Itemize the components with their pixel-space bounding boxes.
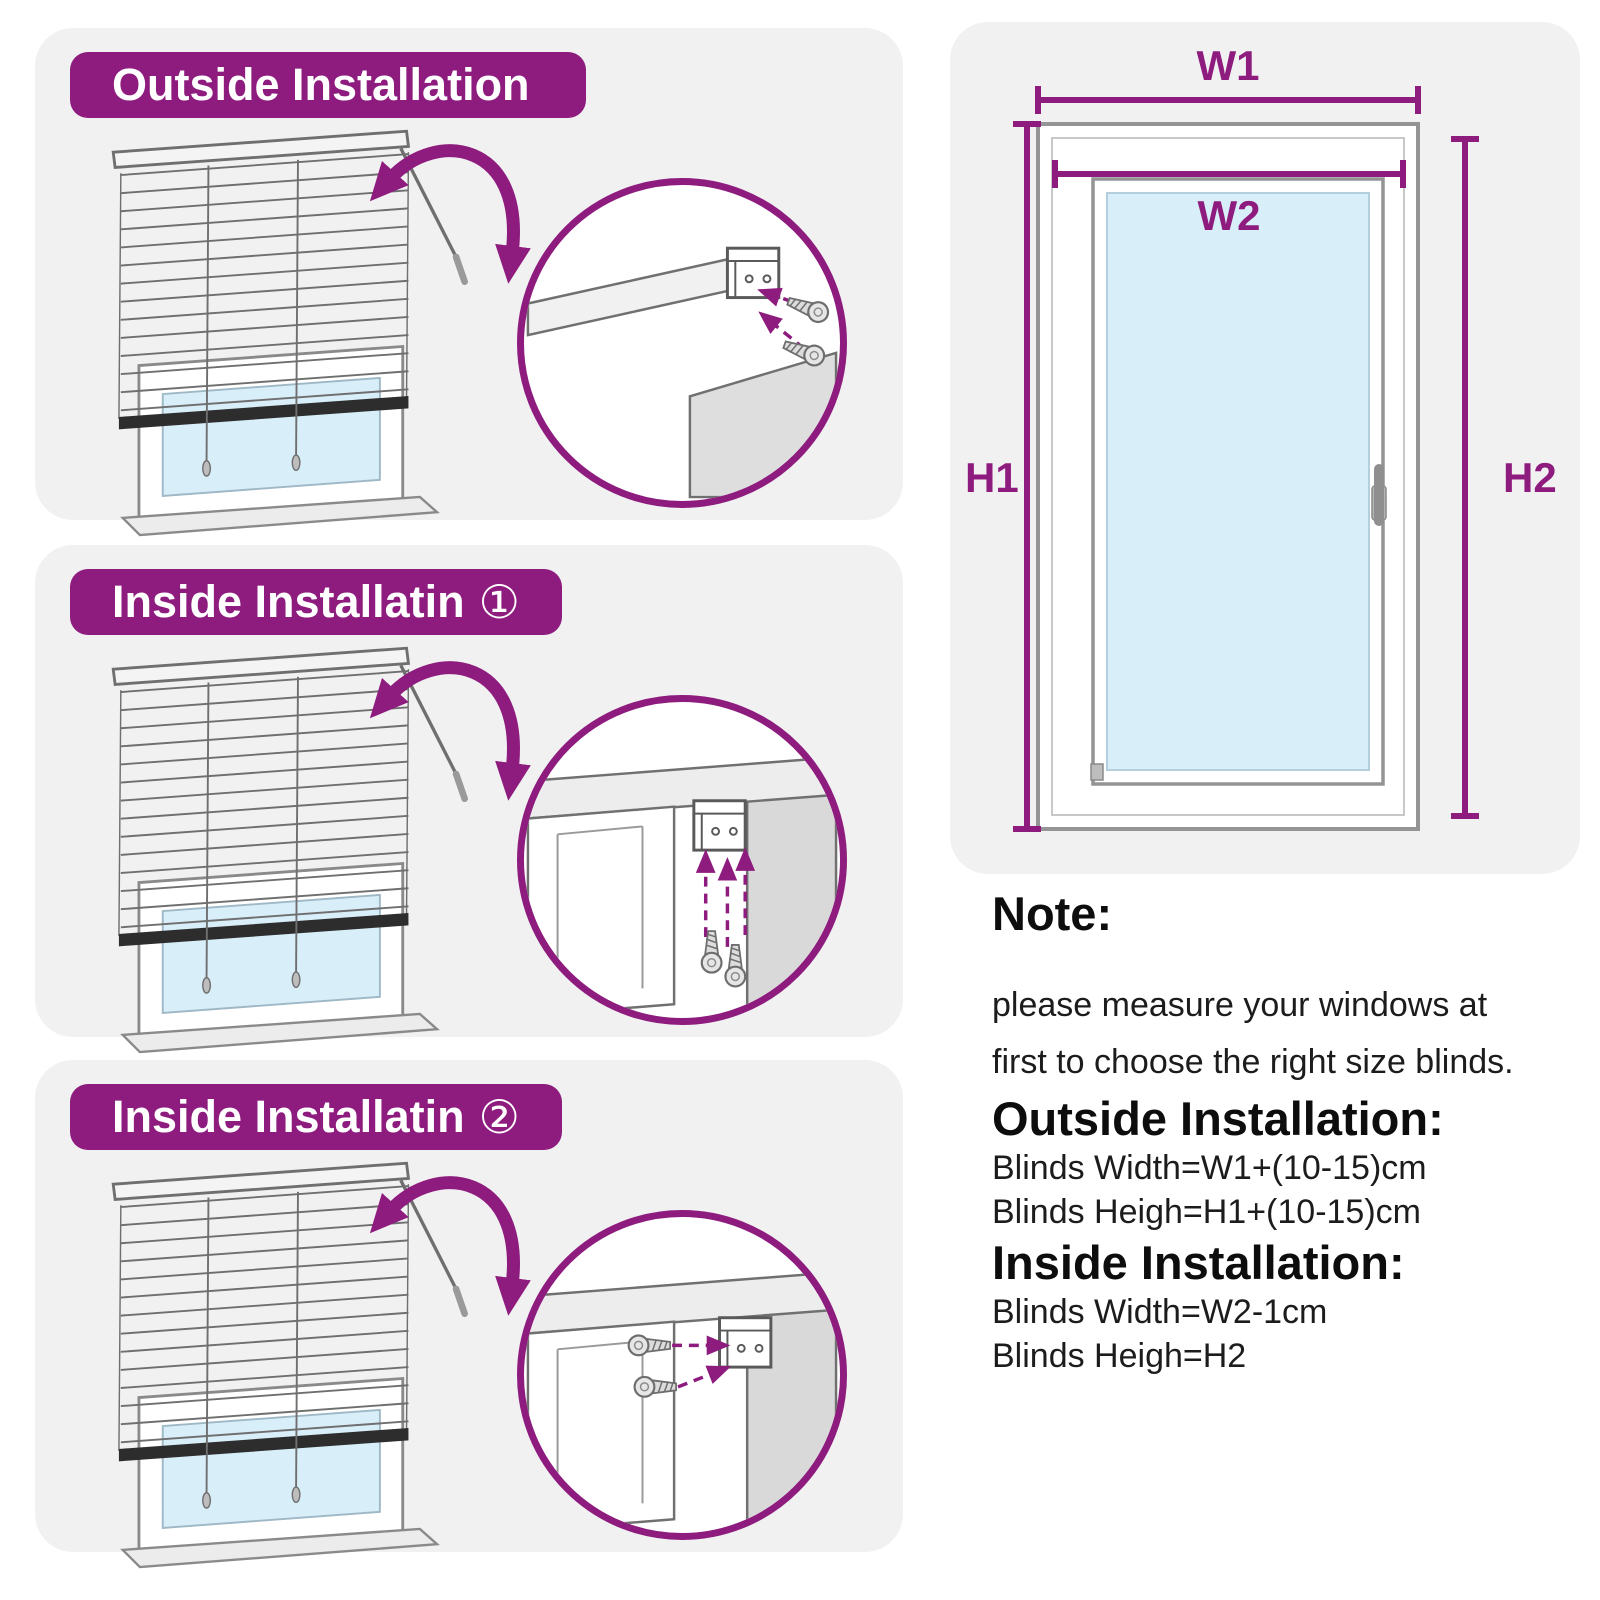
outside-bracket-detail-circle — [517, 178, 847, 508]
outside-height-formula: Blinds Heigh=H1+(10-15)cm — [992, 1193, 1421, 1232]
panel-title-text: Inside Installatin — [112, 1091, 465, 1142]
inside2-bracket-detail-circle — [517, 1210, 847, 1540]
panel-inside-installation-1: Inside Installatin ① — [35, 545, 903, 1037]
outside-width-formula: Blinds Width=W1+(10-15)cm — [992, 1149, 1427, 1188]
inside1-bracket-detail-circle — [517, 695, 847, 1025]
h1-label: H1 — [965, 454, 1019, 501]
outside-bracket-detail-illustration — [524, 246, 838, 499]
inside1-bracket-detail-illustration — [526, 756, 838, 1018]
panel-title-pill: Inside Installatin ① — [70, 569, 562, 635]
window-glass — [1106, 192, 1370, 771]
mounting-bracket — [692, 799, 747, 852]
circled-number-badge: ① — [478, 576, 520, 628]
h1-dimension-line — [1013, 121, 1041, 832]
inside-width-formula: Blinds Width=W2-1cm — [992, 1292, 1328, 1331]
wall-surface — [688, 351, 838, 499]
panel-title-pill: Outside Installation — [70, 52, 586, 118]
w2-label: W2 — [1198, 192, 1261, 239]
screw-icon — [700, 930, 723, 974]
screw-icon — [783, 290, 832, 326]
window-hinge — [1090, 763, 1104, 781]
window-recess — [526, 1271, 838, 1533]
window-recess — [526, 756, 838, 1018]
w2-dimension-line — [1052, 160, 1406, 188]
instructions-text-column: Note: please measure your windows at fir… — [992, 886, 1567, 1378]
inside-installation-heading: Inside Installation: — [992, 1235, 1405, 1289]
note-line-1: please measure your windows at — [992, 986, 1488, 1024]
screw-direction-arrows — [672, 1335, 732, 1389]
inside2-bracket-detail-illustration — [526, 1271, 838, 1533]
panel-title-text: Outside Installation — [112, 59, 530, 110]
w1-label: W1 — [1197, 42, 1260, 89]
screw-direction-arrows — [695, 847, 756, 947]
window-handle — [1374, 464, 1384, 526]
note-heading: Note: — [992, 887, 1113, 940]
measurement-panel: W1 W2 H1 H2 — [950, 22, 1580, 874]
panel-outside-installation: Outside Installation — [35, 28, 903, 520]
screw-icon — [724, 943, 747, 988]
inside-height-formula: Blinds Heigh=H2 — [992, 1336, 1247, 1375]
circled-number-badge: ② — [478, 1091, 520, 1143]
panel-title-text: Inside Installatin — [112, 576, 465, 627]
h2-dimension-line — [1451, 136, 1479, 819]
mounting-bracket — [718, 1316, 773, 1369]
window-top-frame — [526, 256, 735, 337]
w1-dimension-line — [1035, 86, 1421, 114]
note-line-2: first to choose the right size blinds. — [992, 1043, 1514, 1082]
mounting-bracket — [725, 246, 781, 300]
panel-inside-installation-2: Inside Installatin ② — [35, 1060, 903, 1552]
window-measurement-diagram: W1 W2 H1 H2 — [965, 42, 1557, 832]
outside-installation-heading: Outside Installation: — [992, 1092, 1444, 1146]
panel-title-pill: Inside Installatin ② — [70, 1084, 562, 1150]
h2-label: H2 — [1503, 454, 1557, 501]
window-frame — [1036, 122, 1420, 831]
